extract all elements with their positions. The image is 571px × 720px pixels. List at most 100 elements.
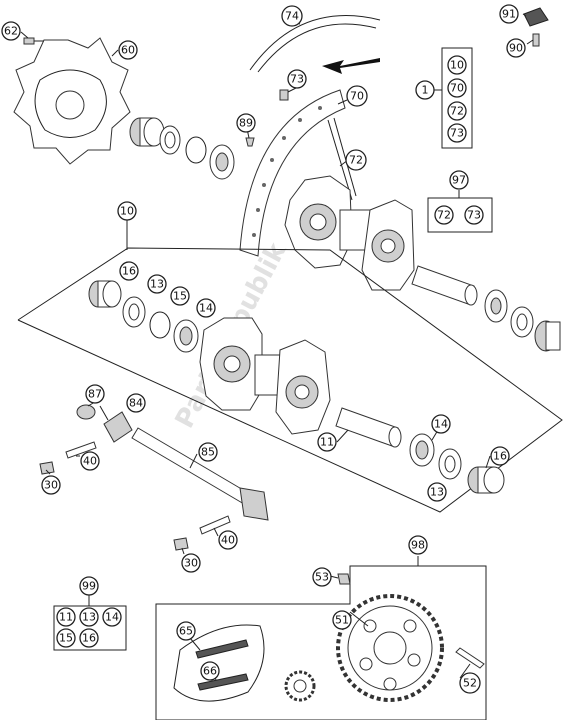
callout-98: 98 — [408, 535, 428, 555]
svg-text:10: 10 — [450, 59, 464, 72]
svg-text:16: 16 — [493, 450, 507, 463]
kit-98-outline — [155, 565, 487, 720]
callout-kit1-10: 10 — [447, 55, 467, 75]
callout-kit97-72: 72 — [434, 205, 454, 225]
upper-right-bearing — [484, 289, 508, 323]
svg-text:1: 1 — [422, 84, 429, 97]
svg-text:52: 52 — [463, 677, 477, 690]
callout-60: 60 — [118, 40, 138, 60]
callout-kit1-70: 70 — [447, 78, 467, 98]
brake-disc — [13, 37, 131, 165]
svg-text:14: 14 — [105, 611, 119, 624]
upper-right-spacer — [534, 320, 561, 352]
svg-text:65: 65 — [179, 625, 193, 638]
callout-99: 99 — [79, 576, 99, 596]
callout-89: 89 — [236, 113, 256, 133]
svg-text:15: 15 — [173, 290, 187, 303]
svg-text:40: 40 — [83, 455, 97, 468]
left-bearing — [173, 319, 199, 353]
callout-87: 87 — [85, 384, 105, 404]
callout-52: 52 — [459, 672, 481, 694]
upper-seal — [159, 125, 181, 155]
svg-text:30: 30 — [44, 479, 58, 492]
svg-text:73: 73 — [290, 73, 304, 86]
svg-text:13: 13 — [150, 278, 164, 291]
rear-sprocket — [336, 594, 444, 702]
sprocket-bolt — [455, 647, 485, 669]
upper-hub — [284, 175, 415, 291]
callout-11: 11 — [317, 432, 337, 452]
adjuster-bolt-lower — [199, 515, 231, 535]
svg-text:13: 13 — [82, 611, 96, 624]
svg-text:84: 84 — [129, 397, 143, 410]
front-sprocket — [284, 670, 316, 702]
callout-70: 70 — [346, 85, 368, 107]
valve-cap — [523, 7, 549, 27]
svg-text:99: 99 — [82, 580, 96, 593]
callout-66: 66 — [200, 661, 220, 681]
svg-text:30: 30 — [184, 557, 198, 570]
callout-13-left: 13 — [147, 274, 167, 294]
svg-text:73: 73 — [450, 127, 464, 140]
chain-adjuster — [103, 411, 133, 443]
callout-kit1-72: 72 — [447, 101, 467, 121]
callout-53: 53 — [312, 567, 332, 587]
callout-74: 74 — [281, 5, 303, 27]
svg-text:73: 73 — [467, 209, 481, 222]
kit-97-box — [427, 197, 493, 233]
svg-text:14: 14 — [434, 418, 448, 431]
callout-kit99-11: 11 — [56, 607, 76, 627]
sprocket-nut — [337, 573, 351, 585]
callout-14-left: 14 — [196, 298, 216, 318]
callout-30-lower: 30 — [181, 553, 201, 573]
right-spacer — [467, 466, 505, 494]
left-spacer — [88, 280, 122, 308]
callout-72: 72 — [345, 149, 367, 171]
svg-text:10: 10 — [120, 205, 134, 218]
right-bearing — [409, 433, 435, 467]
callout-85: 85 — [198, 442, 218, 462]
upper-bearing — [209, 144, 235, 180]
upper-spacer-tube — [411, 265, 478, 306]
spoke — [333, 117, 357, 197]
svg-text:70: 70 — [450, 82, 464, 95]
callout-30-upper: 30 — [41, 475, 61, 495]
disc-bolt — [23, 37, 44, 45]
callout-kit99-14: 14 — [102, 607, 122, 627]
kit-99-box — [53, 605, 127, 651]
svg-text:16: 16 — [122, 265, 136, 278]
callout-kit97-73: 73 — [464, 205, 484, 225]
svg-text:98: 98 — [411, 539, 425, 552]
left-circlip — [149, 311, 171, 339]
svg-text:11: 11 — [59, 611, 73, 624]
right-seal — [438, 448, 462, 480]
rim — [239, 89, 346, 257]
svg-text:14: 14 — [199, 302, 213, 315]
svg-text:16: 16 — [82, 632, 96, 645]
svg-text:74: 74 — [285, 10, 299, 23]
svg-text:51: 51 — [335, 614, 349, 627]
adjuster-nut-upper — [39, 461, 55, 475]
svg-text:72: 72 — [450, 105, 464, 118]
callout-40-lower: 40 — [218, 530, 238, 550]
drive-chain — [173, 624, 265, 702]
svg-text:40: 40 — [221, 534, 235, 547]
callout-62: 62 — [1, 21, 21, 41]
direction-arrow — [322, 58, 380, 74]
spoke-nipple — [279, 89, 289, 101]
axle — [131, 427, 269, 521]
svg-text:85: 85 — [201, 446, 215, 459]
upper-spacer — [129, 117, 165, 147]
svg-text:60: 60 — [121, 44, 135, 57]
svg-text:66: 66 — [203, 665, 217, 678]
callout-73: 73 — [287, 69, 307, 89]
svg-text:90: 90 — [509, 42, 523, 55]
callout-91: 91 — [499, 4, 519, 24]
svg-text:62: 62 — [4, 25, 18, 38]
callout-kit1-73: 73 — [447, 123, 467, 143]
assembly-group-outline — [17, 247, 563, 513]
callout-65: 65 — [176, 621, 196, 641]
callout-14-right: 14 — [431, 414, 451, 434]
callout-84: 84 — [126, 393, 146, 413]
upper-right-seal — [510, 306, 534, 338]
